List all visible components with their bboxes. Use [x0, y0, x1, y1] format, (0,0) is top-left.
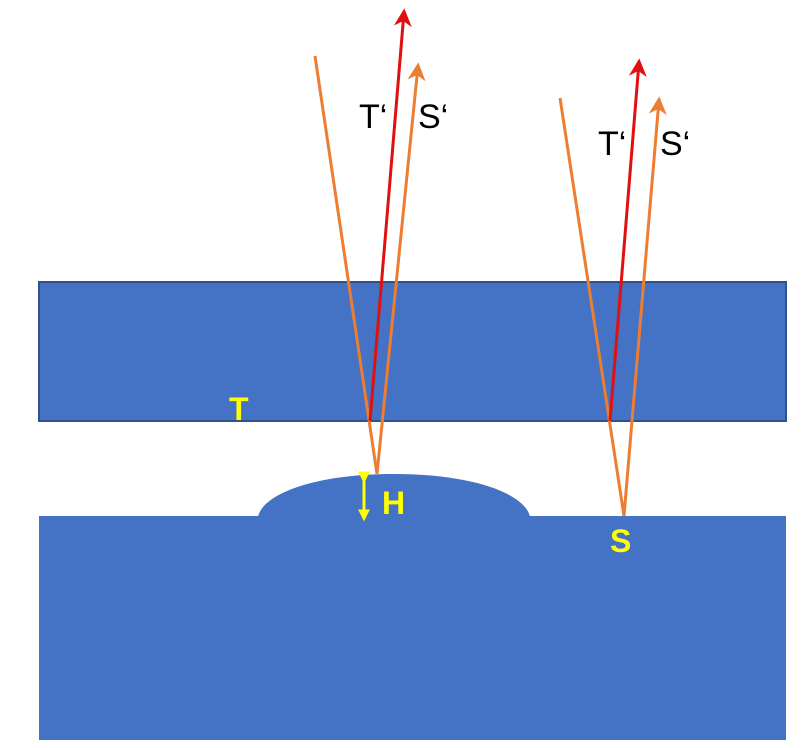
reflected-top-ray-right [608, 58, 647, 422]
incident-ray-left [313, 55, 379, 475]
bump [258, 474, 530, 517]
label-top-layer: T [229, 391, 249, 427]
reflected-substrate-ray-right [622, 96, 667, 517]
label-left-reflection-top: T‘ [359, 98, 387, 136]
substrate [39, 516, 786, 740]
top-layer [38, 281, 787, 422]
reflected-substrate-ray-left [375, 62, 426, 475]
label-right-reflection-substrate: S‘ [660, 125, 690, 163]
label-bump-height: H [382, 485, 405, 521]
incident-ray-right [558, 97, 626, 517]
label-left-reflection-substrate: S‘ [418, 98, 448, 136]
label-substrate-point: S [610, 523, 631, 559]
label-right-reflection-top: T‘ [598, 125, 626, 163]
reflected-top-ray-left [368, 8, 412, 422]
